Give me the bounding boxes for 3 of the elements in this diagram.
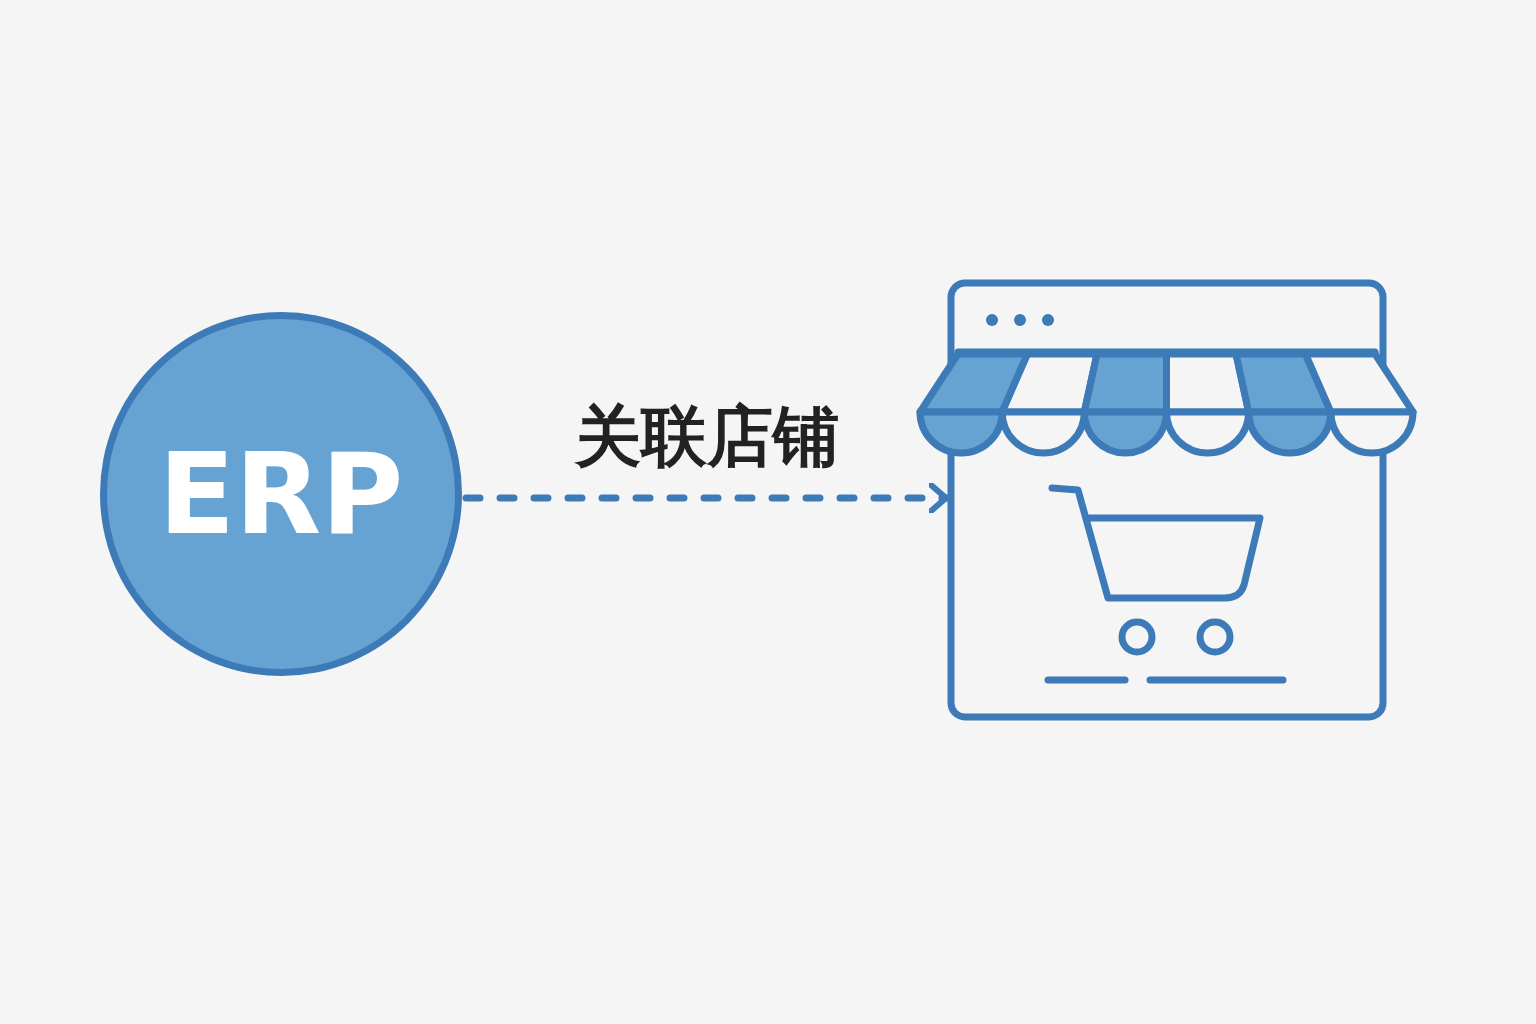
edge-label: 关联店铺	[574, 398, 839, 475]
circle-node: ERP	[100, 312, 462, 676]
arrow	[462, 482, 951, 514]
